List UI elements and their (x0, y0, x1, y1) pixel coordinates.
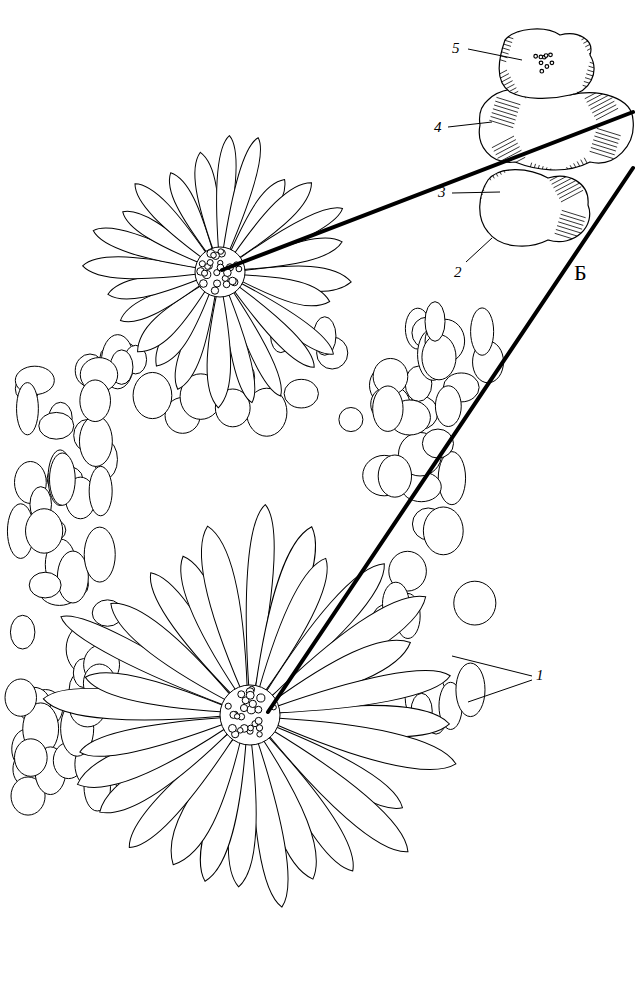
pore (540, 69, 544, 73)
disc-cell (255, 717, 262, 724)
disc-cell (207, 260, 213, 266)
tissue-cell (425, 302, 445, 342)
pore (545, 65, 549, 69)
tissue-cell (133, 372, 172, 418)
tissue-cell (10, 615, 34, 649)
ray-cell (239, 232, 345, 277)
tissue-cell (423, 507, 463, 555)
tissue-cell (454, 581, 496, 625)
callout-number: 3 (438, 185, 446, 200)
tissue-cell (435, 386, 461, 427)
disc-cell (240, 704, 247, 711)
tissue-cell (29, 572, 61, 598)
disc-cell (246, 691, 254, 699)
disc-cell (223, 281, 230, 288)
inset-cell (480, 170, 590, 246)
tissue-cell (17, 383, 39, 435)
disc-cell (234, 714, 239, 719)
callout-number: 2 (454, 265, 462, 280)
disc-cell (202, 270, 208, 276)
ray-cell (72, 710, 232, 799)
rosette (82, 135, 352, 408)
pore (539, 61, 543, 65)
tissue-cell (80, 380, 111, 422)
pore (534, 54, 538, 58)
disc-cell (229, 724, 237, 732)
pore (544, 54, 548, 58)
tissue-cell (373, 386, 403, 431)
tissue-cell (84, 527, 115, 582)
central-disc (195, 247, 245, 297)
pore (549, 53, 553, 57)
tissue-cell (438, 452, 465, 505)
disc-cell (214, 280, 221, 287)
disc-cell (257, 732, 262, 737)
tissue-cell (49, 453, 75, 505)
inset-cell (479, 88, 633, 170)
callout-number: 5 (452, 41, 460, 56)
disc-cell (211, 287, 218, 294)
tissue-cell (5, 679, 36, 716)
central-disc (220, 685, 280, 745)
callout-number: 1 (536, 668, 544, 683)
tissue-cell (26, 509, 63, 553)
tissue-cell (79, 416, 112, 467)
ray-cell (273, 663, 453, 723)
tissue-cell (284, 379, 318, 408)
disc-cell (249, 700, 256, 707)
pore (550, 61, 554, 65)
rosette (42, 504, 459, 910)
cell-striation (482, 0, 613, 128)
inset-cell (499, 29, 594, 98)
disc-cell (211, 252, 217, 258)
tissue-cell (89, 466, 112, 515)
tissue-cell (39, 412, 74, 439)
tissue-cell (471, 308, 494, 355)
disc-cell (225, 703, 231, 709)
tissue-cell (14, 739, 47, 776)
disc-cell (238, 691, 245, 698)
disc-cell (236, 266, 242, 272)
tissue-cell (422, 335, 456, 380)
callout-number: 4 (434, 120, 442, 135)
disc-cell (218, 249, 223, 254)
callout-number: Б (574, 262, 587, 284)
disc-cell (257, 694, 265, 702)
tissue-cell (378, 455, 411, 497)
disc-cell (200, 280, 208, 288)
tissue-cell (57, 551, 88, 603)
disc-cell (255, 706, 262, 713)
tissue-cell (456, 663, 485, 717)
tissue-cell (339, 407, 363, 431)
